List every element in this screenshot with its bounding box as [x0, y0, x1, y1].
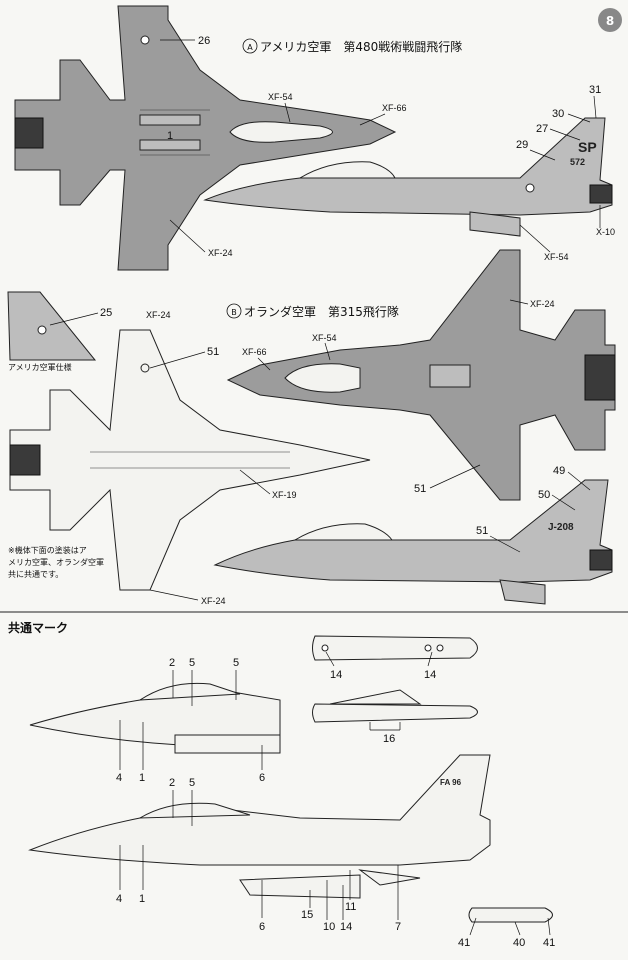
common-aircraft-side-2: FA 96 [28, 754, 491, 899]
tail-code-sp: SP [578, 139, 597, 155]
label-4-a: 4 [116, 772, 122, 784]
common-aircraft-side-1 [29, 682, 281, 754]
label-15: 15 [301, 909, 313, 921]
label-xf24-wing: XF-24 [146, 310, 171, 320]
title-b-letter: B [231, 308, 237, 317]
label-51-c: 51 [476, 525, 488, 537]
label-xf66: XF-66 [242, 347, 267, 357]
section-b-title: オランダ空軍 第315飛行隊 [244, 304, 399, 319]
label-30: 30 [552, 108, 564, 120]
label-xf54-top: XF-54 [268, 92, 293, 102]
label-2-b: 2 [169, 777, 175, 789]
title-b-circle [226, 303, 242, 319]
aircraft-b-top-view [226, 249, 616, 501]
label-40: 40 [513, 937, 525, 949]
aircraft-b-side-view: J-208 [213, 479, 613, 605]
label-14-a: 14 [330, 669, 342, 681]
label-31: 31 [589, 84, 601, 96]
label-41-a: 41 [458, 937, 470, 949]
label-41-b: 41 [543, 937, 555, 949]
fuel-tank-2 [312, 689, 478, 723]
note-line-1: ※機体下面の塗装はア [8, 545, 87, 555]
common-marks-title: 共通マーク [8, 620, 68, 635]
fuel-tank-side [312, 635, 478, 661]
label-27: 27 [536, 123, 548, 135]
label-xf24-bottom: XF-24 [201, 596, 226, 606]
label-5-a: 5 [189, 657, 195, 669]
label-50: 50 [538, 489, 550, 501]
label-25: 25 [100, 307, 112, 319]
label-xf19: XF-19 [272, 490, 297, 500]
label-xf54: XF-54 [312, 333, 337, 343]
label-11: 11 [345, 901, 356, 913]
label-5-c: 5 [189, 777, 195, 789]
aircraft-a-side-view: SP 572 [203, 117, 613, 237]
label-7: 7 [395, 921, 401, 933]
targeting-pod [468, 907, 553, 923]
label-1-a: 1 [139, 772, 145, 784]
note-line-2: メリカ空軍、オランダ空軍 [8, 557, 104, 567]
tail-serial-572: 572 [570, 157, 585, 167]
label-4-b: 4 [116, 893, 122, 905]
sheet-number-badge [598, 8, 622, 32]
title-a-letter: A [247, 43, 253, 52]
label-1-b: 1 [139, 893, 145, 905]
note-line-3: 共に共通です。 [8, 569, 63, 579]
label-49: 49 [553, 465, 565, 477]
label-6-a: 6 [259, 772, 265, 784]
us-spec-fin-inset [7, 291, 97, 361]
section-a-title: アメリカ空軍 第480戦術戦闘飛行隊 [260, 39, 462, 54]
label-14-c: 14 [340, 921, 352, 933]
label-16: 16 [383, 733, 395, 745]
label-51-b: 51 [414, 483, 426, 495]
tail-mark-fa96: FA 96 [440, 778, 462, 787]
label-6-b: 6 [259, 921, 265, 933]
label-10: 10 [323, 921, 335, 933]
label-xf54-side: XF-54 [544, 252, 569, 262]
tail-serial-j208: J-208 [548, 522, 574, 533]
aircraft-underside-view [9, 329, 371, 591]
label-xf24-a: XF-24 [208, 248, 233, 258]
sheet-number: 8 [606, 14, 614, 28]
title-a-circle [242, 38, 258, 54]
label-29: 29 [516, 139, 528, 151]
label-14-b: 14 [424, 669, 436, 681]
top-view-code: 1 [167, 130, 173, 142]
label-51-a: 51 [207, 346, 219, 358]
label-xf66-top: XF-66 [382, 103, 407, 113]
label-26: 26 [198, 35, 210, 47]
label-5-b: 5 [233, 657, 239, 669]
us-spec-caption: アメリカ空軍仕様 [8, 362, 72, 372]
label-2-a: 2 [169, 657, 175, 669]
label-xf24-r: XF-24 [530, 299, 555, 309]
aircraft-a-top-view: 1 [14, 5, 397, 271]
label-x10: X-10 [596, 227, 615, 237]
